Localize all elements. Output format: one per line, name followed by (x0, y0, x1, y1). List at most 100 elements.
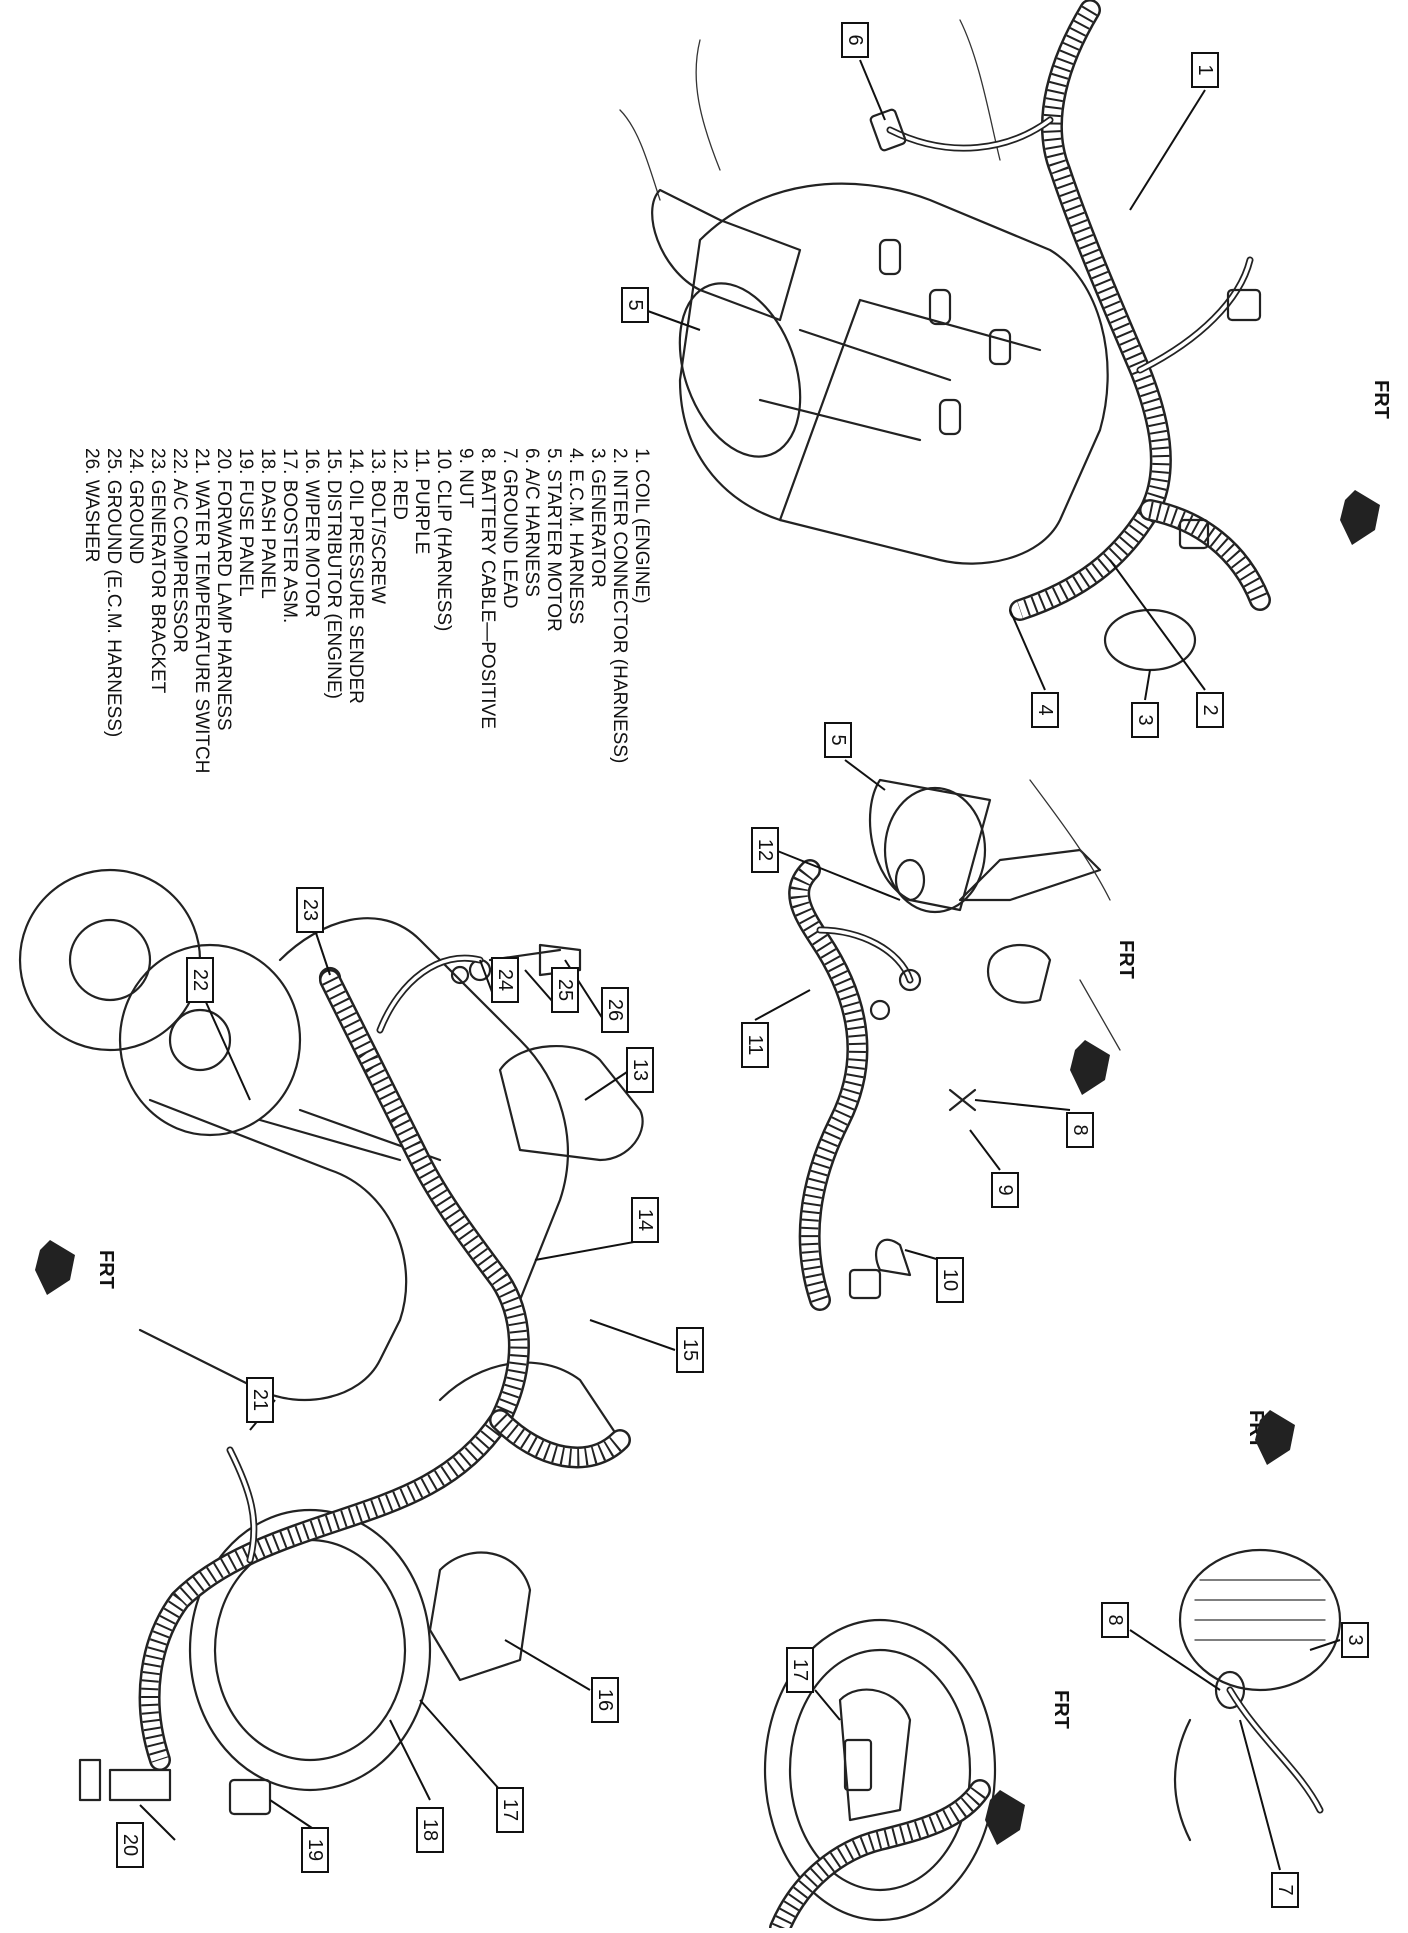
legend-item: 22. A/C COMPRESSOR (169, 448, 190, 653)
frt-arrow-icon (35, 1240, 75, 1295)
callout-number: 5 (827, 734, 849, 745)
frt-label: FRT (1115, 940, 1137, 979)
callout-8: 8 (1066, 1112, 1094, 1148)
callout-number: 3 (1134, 714, 1156, 725)
callout-number: 15 (679, 1339, 701, 1361)
frt-arrow-icon (1255, 1410, 1295, 1465)
frt-arrow-icon (985, 1790, 1025, 1845)
callout-17: 17 (496, 1787, 524, 1833)
legend-item: 23. GENERATOR BRACKET (147, 448, 168, 694)
engine-top-view (619, 0, 1271, 672)
legend-item: 4. E.C.M. HARNESS (565, 448, 586, 624)
callout-number: 2 (1199, 704, 1221, 715)
callout-20: 20 (116, 1822, 144, 1868)
callout-number: 6 (844, 34, 866, 45)
callout-number: 11 (744, 1035, 766, 1056)
callout-number: 20 (119, 1834, 141, 1856)
callout-15: 15 (676, 1327, 704, 1373)
callout-number: 7 (1274, 1884, 1296, 1895)
legend-item: 3. GENERATOR (587, 448, 608, 588)
callout-number: 12 (754, 839, 776, 861)
callout-22: 22 (186, 957, 214, 1003)
callout-number: 8 (1104, 1614, 1126, 1625)
callout-17: 17 (786, 1647, 814, 1693)
callout-number: 13 (629, 1059, 651, 1081)
callout-number: 24 (494, 969, 516, 991)
callout-3: 3 (1341, 1622, 1369, 1658)
frt-label: FRT (95, 1250, 117, 1289)
compressor-view (18, 868, 644, 1816)
legend-item: 18. DASH PANEL (257, 448, 278, 599)
legend-item: 26. WASHER (81, 448, 102, 562)
legend-item: 25. GROUND (E.C.M. HARNESS) (103, 448, 124, 737)
callout-number: 25 (554, 979, 576, 1001)
starter-view (788, 778, 1121, 1311)
legend-item: 15. DISTRIBUTOR (ENGINE) (323, 448, 344, 699)
callout-11: 11 (741, 1022, 769, 1068)
callout-24: 24 (491, 957, 519, 1003)
callout-number: 10 (939, 1269, 961, 1291)
booster-view (763, 1618, 997, 1933)
callout-10: 10 (936, 1257, 964, 1303)
frt-arrow-icon (1070, 1040, 1110, 1095)
callout-12: 12 (751, 827, 779, 873)
legend-item: 5. STARTER MOTOR (543, 448, 564, 632)
frt-arrow-icon (1340, 490, 1380, 545)
callout-6: 6 (841, 22, 869, 58)
callout-number: 16 (594, 1689, 616, 1711)
callout-16: 16 (591, 1677, 619, 1723)
generator-view (1173, 1548, 1342, 1842)
legend-item: 6. A/C HARNESS (521, 448, 542, 597)
legend-item: 16. WIPER MOTOR (301, 448, 322, 618)
legend-item: 11. PURPLE (411, 448, 432, 554)
callout-14: 14 (631, 1197, 659, 1243)
legend-item: 17. BOOSTER ASM. (279, 448, 300, 623)
callout-25: 25 (551, 967, 579, 1013)
legend-item: 13. BOLT/SCREW (367, 448, 388, 604)
legend-item: 14. OIL PRESSURE SENDER (345, 448, 366, 704)
frt-label: FRT (1370, 380, 1392, 419)
callout-number: 23 (299, 899, 321, 921)
legend-item: 21. WATER TEMPERATURE SWITCH (191, 448, 212, 774)
callout-5: 5 (621, 287, 649, 323)
legend-item: 2. INTER CONNECTOR (HARNESS) (609, 448, 630, 763)
callout-number: 3 (1344, 1634, 1366, 1645)
callout-13: 13 (626, 1047, 654, 1093)
callout-21: 21 (246, 1377, 274, 1423)
legend-item: 1. COIL (ENGINE) (631, 448, 652, 604)
callout-number: 9 (994, 1184, 1016, 1195)
callout-18: 18 (416, 1807, 444, 1853)
callout-23: 23 (296, 887, 324, 933)
callout-number: 1 (1194, 64, 1216, 75)
legend-item: 24. GROUND (125, 448, 146, 564)
legend-item: 8. BATTERY CABLE—POSITIVE (477, 448, 498, 729)
legend-item: 19. FUSE PANEL (235, 448, 256, 597)
frt-indicator: FRT (1050, 1690, 1072, 1729)
callout-4: 4 (1031, 692, 1059, 728)
parts-legend: 1. COIL (ENGINE) 2. INTER CONNECTOR (HAR… (81, 448, 652, 774)
callout-leaders (139, 59, 1341, 1871)
callout-number: 18 (419, 1819, 441, 1841)
callout-number: 19 (304, 1839, 326, 1861)
legend-item: 9. NUT (455, 448, 476, 509)
legend-item: 12. RED (389, 448, 410, 520)
legend-item: 20. FORWARD LAMP HARNESS (213, 448, 234, 731)
frt-indicator: FRT (1370, 380, 1392, 419)
callout-number: 8 (1069, 1124, 1091, 1135)
callout-number: 4 (1034, 704, 1056, 715)
callout-9: 9 (991, 1172, 1019, 1208)
callout-3: 3 (1131, 702, 1159, 738)
callout-26: 26 (601, 987, 629, 1033)
callout-19: 19 (301, 1827, 329, 1873)
callout-2: 2 (1196, 692, 1224, 728)
callout-number: 26 (604, 999, 626, 1021)
legend-item: 10. CLIP (HARNESS) (433, 448, 454, 631)
callout-8: 8 (1101, 1602, 1129, 1638)
callout-number: 17 (789, 1659, 811, 1681)
callout-number: 22 (189, 969, 211, 991)
callout-number: 17 (499, 1799, 521, 1821)
legend-item: 7. GROUND LEAD (499, 448, 520, 608)
callout-7: 7 (1271, 1872, 1299, 1908)
